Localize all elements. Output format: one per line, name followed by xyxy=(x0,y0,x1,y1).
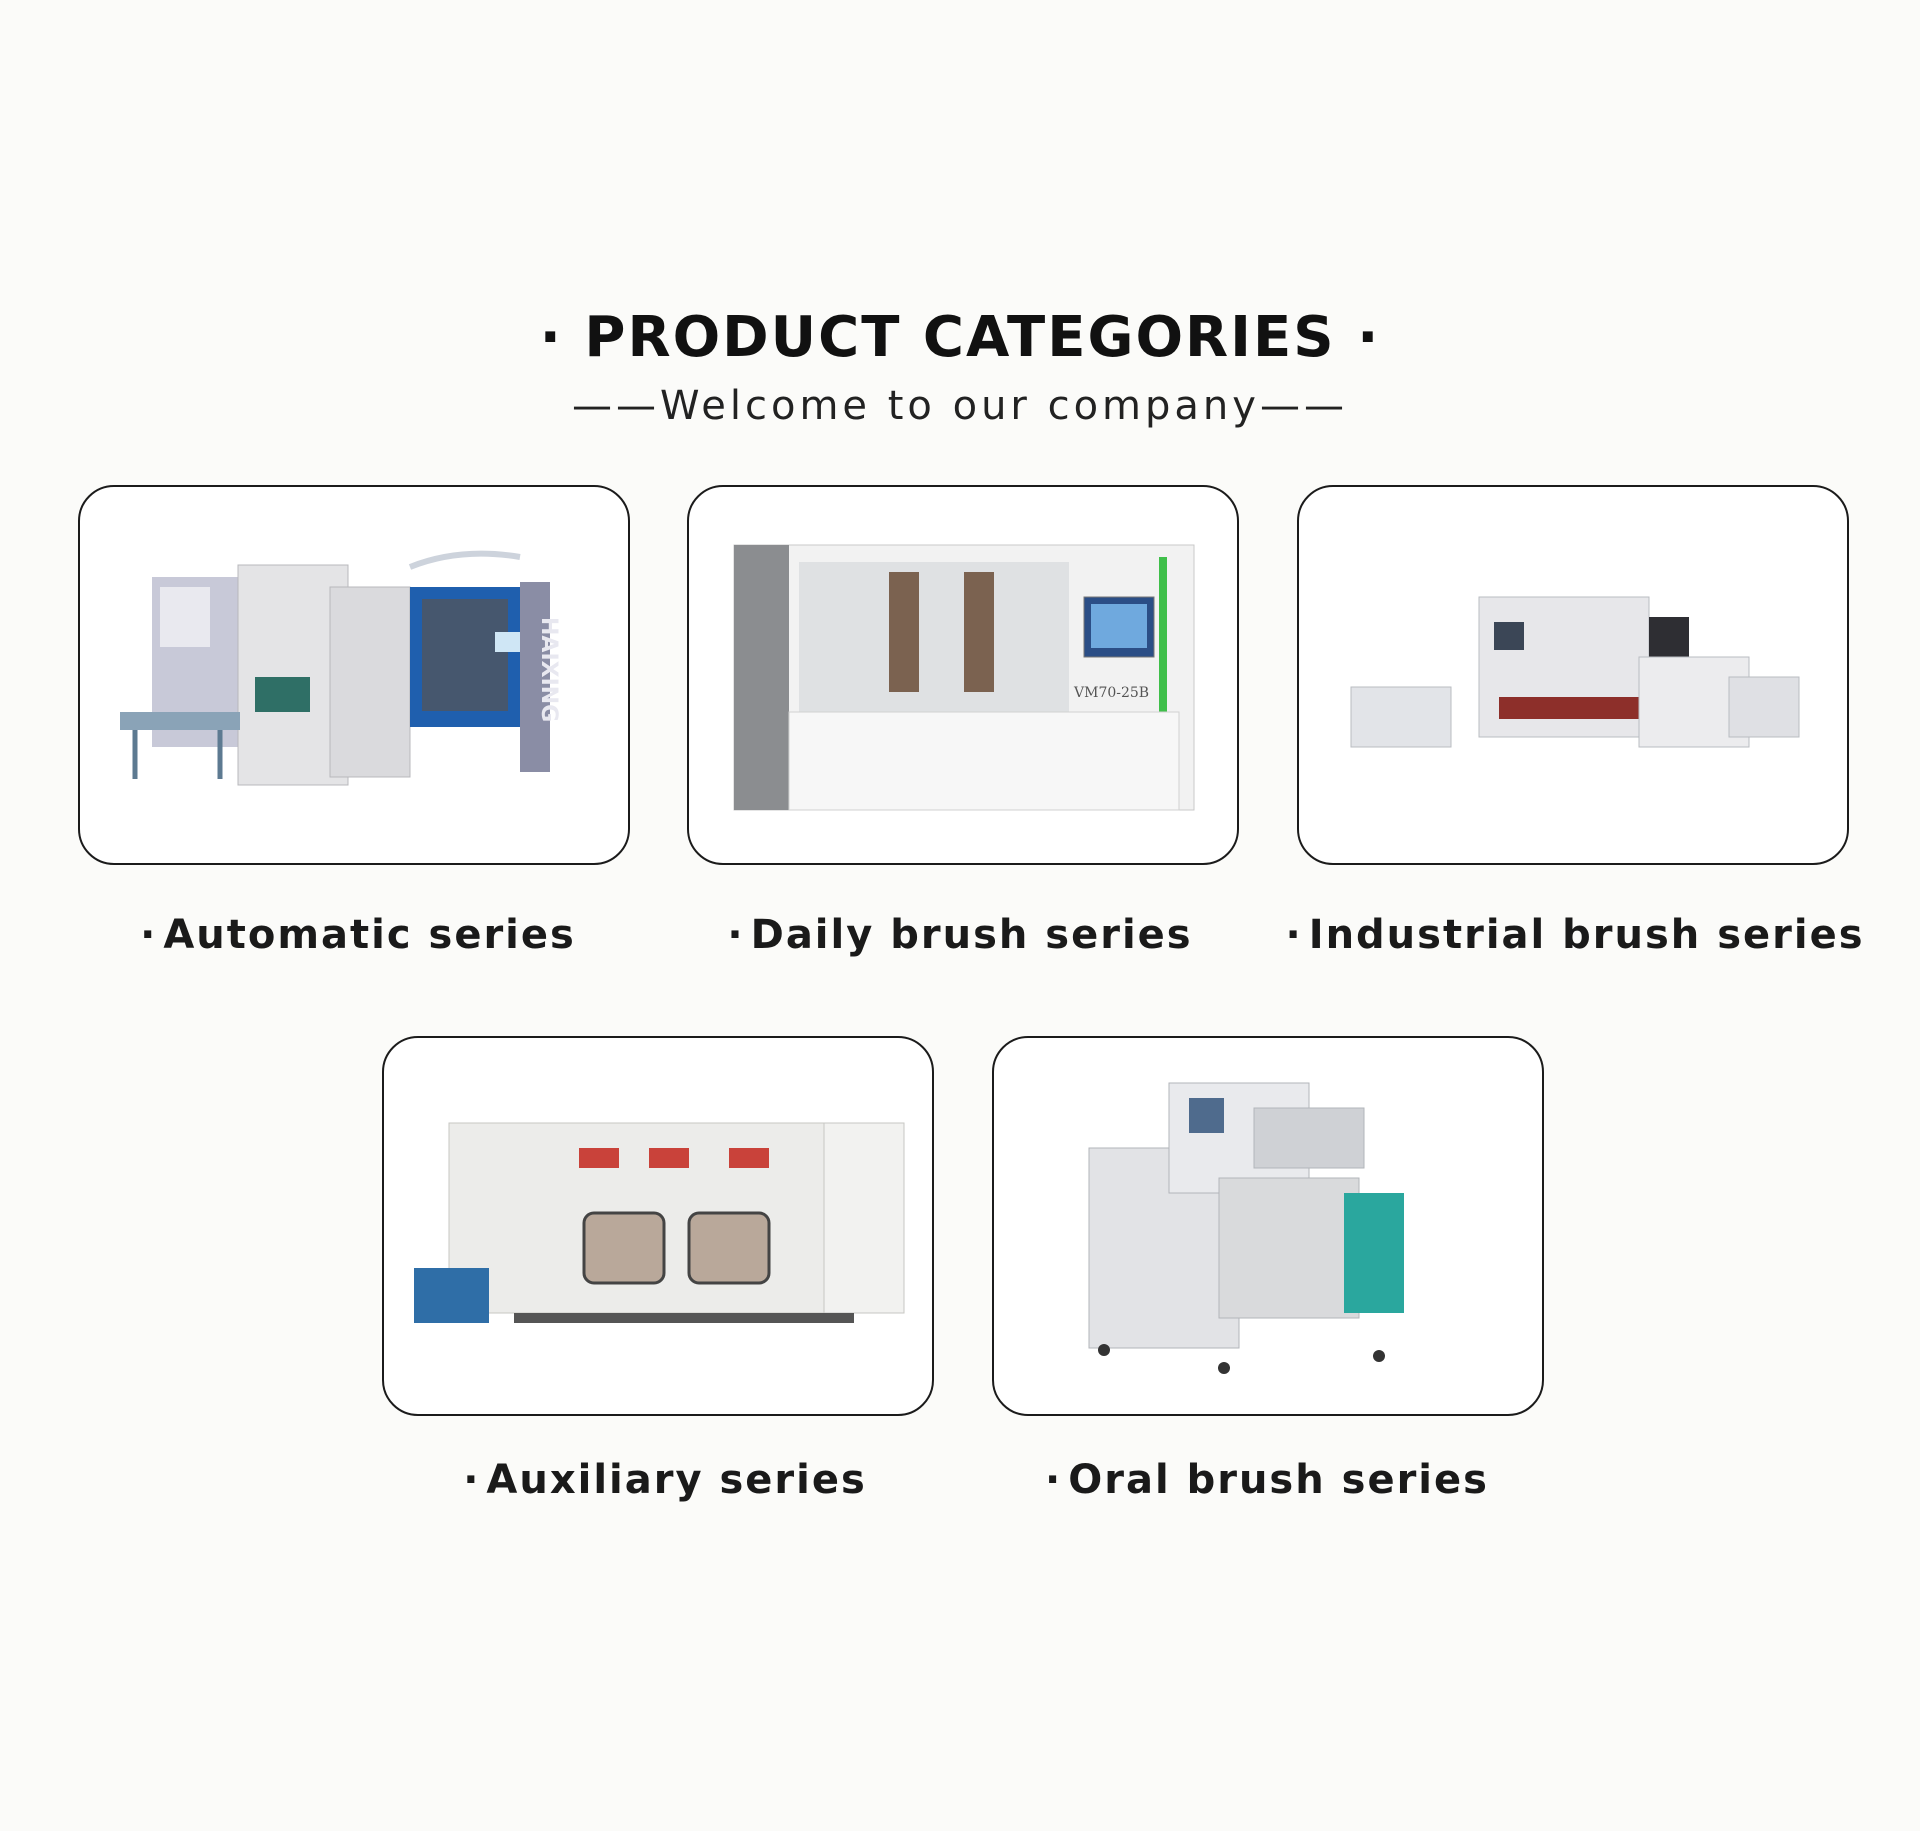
oral-brush-machine-image xyxy=(1088,1082,1404,1374)
category-label-industrial-brush[interactable]: ·Industrial brush series xyxy=(1285,912,1865,958)
automatic-machine-image: HAIXING xyxy=(120,550,561,786)
auxiliary-machine-image xyxy=(414,1122,905,1323)
category-card-industrial-brush[interactable] xyxy=(1297,485,1849,865)
daily-brush-model: VM70-25B xyxy=(1073,685,1149,701)
page-title: · PRODUCT CATEGORIES · xyxy=(539,305,1381,370)
daily-brush-machine-brand: HAIXING xyxy=(689,592,713,697)
category-card-automatic[interactable]: HAIXING xyxy=(78,485,630,865)
category-label-automatic[interactable]: ·Automatic series xyxy=(140,912,576,958)
category-label-auxiliary[interactable]: ·Auxiliary series xyxy=(463,1457,867,1503)
category-card-auxiliary[interactable] xyxy=(382,1036,934,1416)
category-card-oral-brush[interactable] xyxy=(992,1036,1544,1416)
automatic-machine-brand: HAIXING xyxy=(536,617,561,722)
category-label-oral-brush[interactable]: ·Oral brush series xyxy=(1045,1457,1489,1503)
industrial-brush-machine-image xyxy=(1350,596,1800,748)
daily-brush-machine-image: HAIXING VM70-25B xyxy=(689,544,1195,811)
category-card-daily-brush[interactable]: HAIXING VM70-25B xyxy=(687,485,1239,865)
page-subtitle: ——Welcome to our company—— xyxy=(572,383,1348,429)
category-label-daily-brush[interactable]: ·Daily brush series xyxy=(727,912,1193,958)
